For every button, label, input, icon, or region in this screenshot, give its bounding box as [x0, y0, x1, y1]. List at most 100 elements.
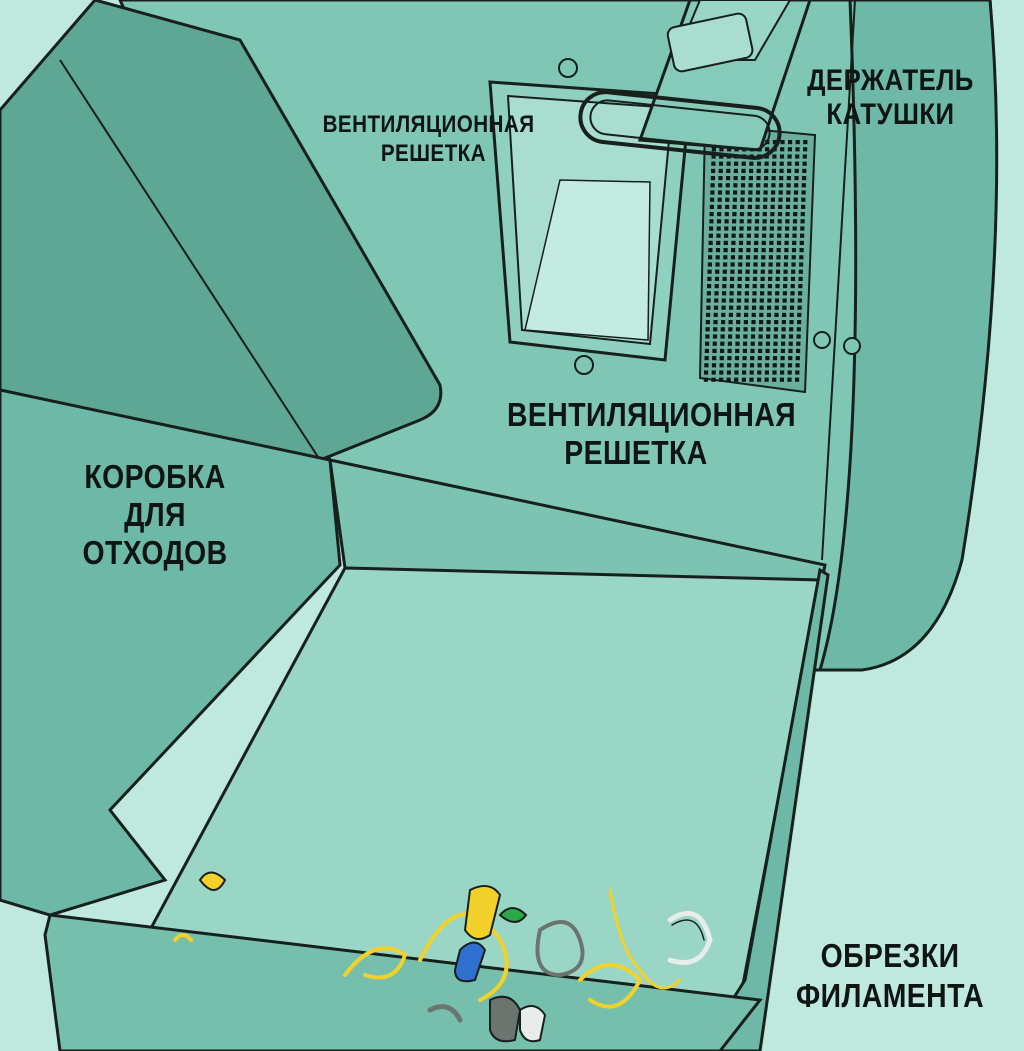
vent-hole [727, 363, 732, 368]
vent-hole [763, 197, 768, 202]
vent-hole [777, 219, 782, 224]
vent-hole [769, 233, 774, 238]
vent-hole [723, 240, 728, 245]
vent-hole [796, 348, 801, 353]
vent-hole [725, 204, 730, 209]
vent-hole [719, 370, 724, 375]
vent-hole [794, 176, 799, 181]
vent-hole [787, 161, 792, 166]
vent-hole [798, 284, 803, 289]
vent-hole [753, 255, 758, 260]
vent-hole [746, 255, 751, 260]
vent-hole [772, 363, 777, 368]
vent-hole [766, 312, 771, 317]
vent-hole [785, 204, 790, 209]
vent-hole [802, 168, 807, 173]
vent-hole [797, 305, 802, 310]
vent-hole [800, 226, 805, 231]
vent-hole [733, 176, 738, 181]
vent-hole [707, 262, 712, 267]
vent-hole [789, 312, 794, 317]
vent-hole [791, 269, 796, 274]
vent-hole [748, 197, 753, 202]
vent-hole [769, 240, 774, 245]
vent-hole [733, 190, 738, 195]
vent-hole [770, 219, 775, 224]
vent-hole [706, 305, 711, 310]
vent-hole [737, 291, 742, 296]
vent-hole [751, 305, 757, 310]
label-waste-box: КОРОБКА ДЛЯ ОТХОДОВ [82, 458, 228, 571]
vent-hole [790, 291, 795, 296]
vent-hole [713, 312, 718, 317]
vent-hole [765, 348, 770, 353]
vent-hole [750, 334, 756, 339]
vent-hole [797, 320, 802, 325]
vent-hole [767, 298, 772, 303]
vent-hole [800, 219, 805, 224]
vent-hole [783, 276, 788, 281]
vent-hole [705, 334, 710, 339]
vent-hole [716, 240, 721, 245]
vent-hole [731, 248, 736, 253]
vent-hole [796, 327, 801, 332]
vent-hole [741, 377, 746, 382]
vent-hole [751, 312, 756, 317]
vent-hole [722, 291, 727, 296]
vent-hole [782, 291, 787, 296]
vent-hole [750, 356, 755, 361]
vent-hole [705, 320, 710, 325]
vent-hole [721, 320, 726, 325]
vent-hole [745, 284, 750, 289]
vent-hole [732, 219, 737, 224]
vent-hole [758, 348, 763, 353]
vent-hole [736, 320, 741, 325]
vent-hole [757, 363, 762, 368]
vent-hole [748, 190, 753, 195]
vent-hole [795, 377, 800, 382]
vent-hole [779, 168, 784, 173]
label-vent-grille-top: ВЕНТИЛЯЦИОННАЯ РЕШЕТКА [322, 111, 535, 167]
vent-hole [795, 363, 800, 368]
vent-hole [741, 168, 746, 173]
vent-hole [761, 240, 766, 245]
vent-hole [713, 305, 719, 310]
vent-hole [764, 176, 769, 181]
vent-hole [735, 341, 740, 346]
vent-hole [802, 161, 807, 166]
vent-hole [776, 248, 781, 253]
vent-hole [790, 298, 795, 303]
vent-hole [782, 305, 787, 310]
vent-hole [722, 284, 727, 289]
vent-hole [749, 377, 754, 382]
vent-hole [770, 197, 775, 202]
vent-hole [791, 248, 797, 253]
vent-hole [774, 298, 780, 303]
vent-hole [752, 291, 757, 296]
vent-hole [771, 190, 776, 195]
vent-hole [780, 363, 785, 368]
vent-hole [779, 176, 784, 181]
vent-hole [709, 226, 714, 231]
vent-hole [793, 212, 798, 217]
vent-hole [760, 291, 765, 296]
vent-hole [721, 298, 726, 303]
vent-hole [718, 183, 723, 188]
vent-hole [725, 183, 730, 188]
vent-hole [780, 147, 785, 152]
vent-hole [787, 154, 792, 159]
vent-hole [778, 190, 783, 195]
vent-hole [728, 320, 733, 325]
vent-hole [710, 183, 715, 188]
printer-side-panel [817, 0, 999, 672]
vent-hole [734, 377, 739, 382]
vent-hole [786, 197, 791, 202]
vent-hole [726, 161, 731, 166]
vent-hole [751, 327, 756, 332]
vent-hole [784, 255, 789, 260]
vent-hole [755, 197, 760, 202]
waste-box-lid [0, 0, 443, 462]
vent-hole [803, 140, 808, 145]
vent-hole [792, 226, 797, 231]
vent-hole [779, 377, 784, 382]
